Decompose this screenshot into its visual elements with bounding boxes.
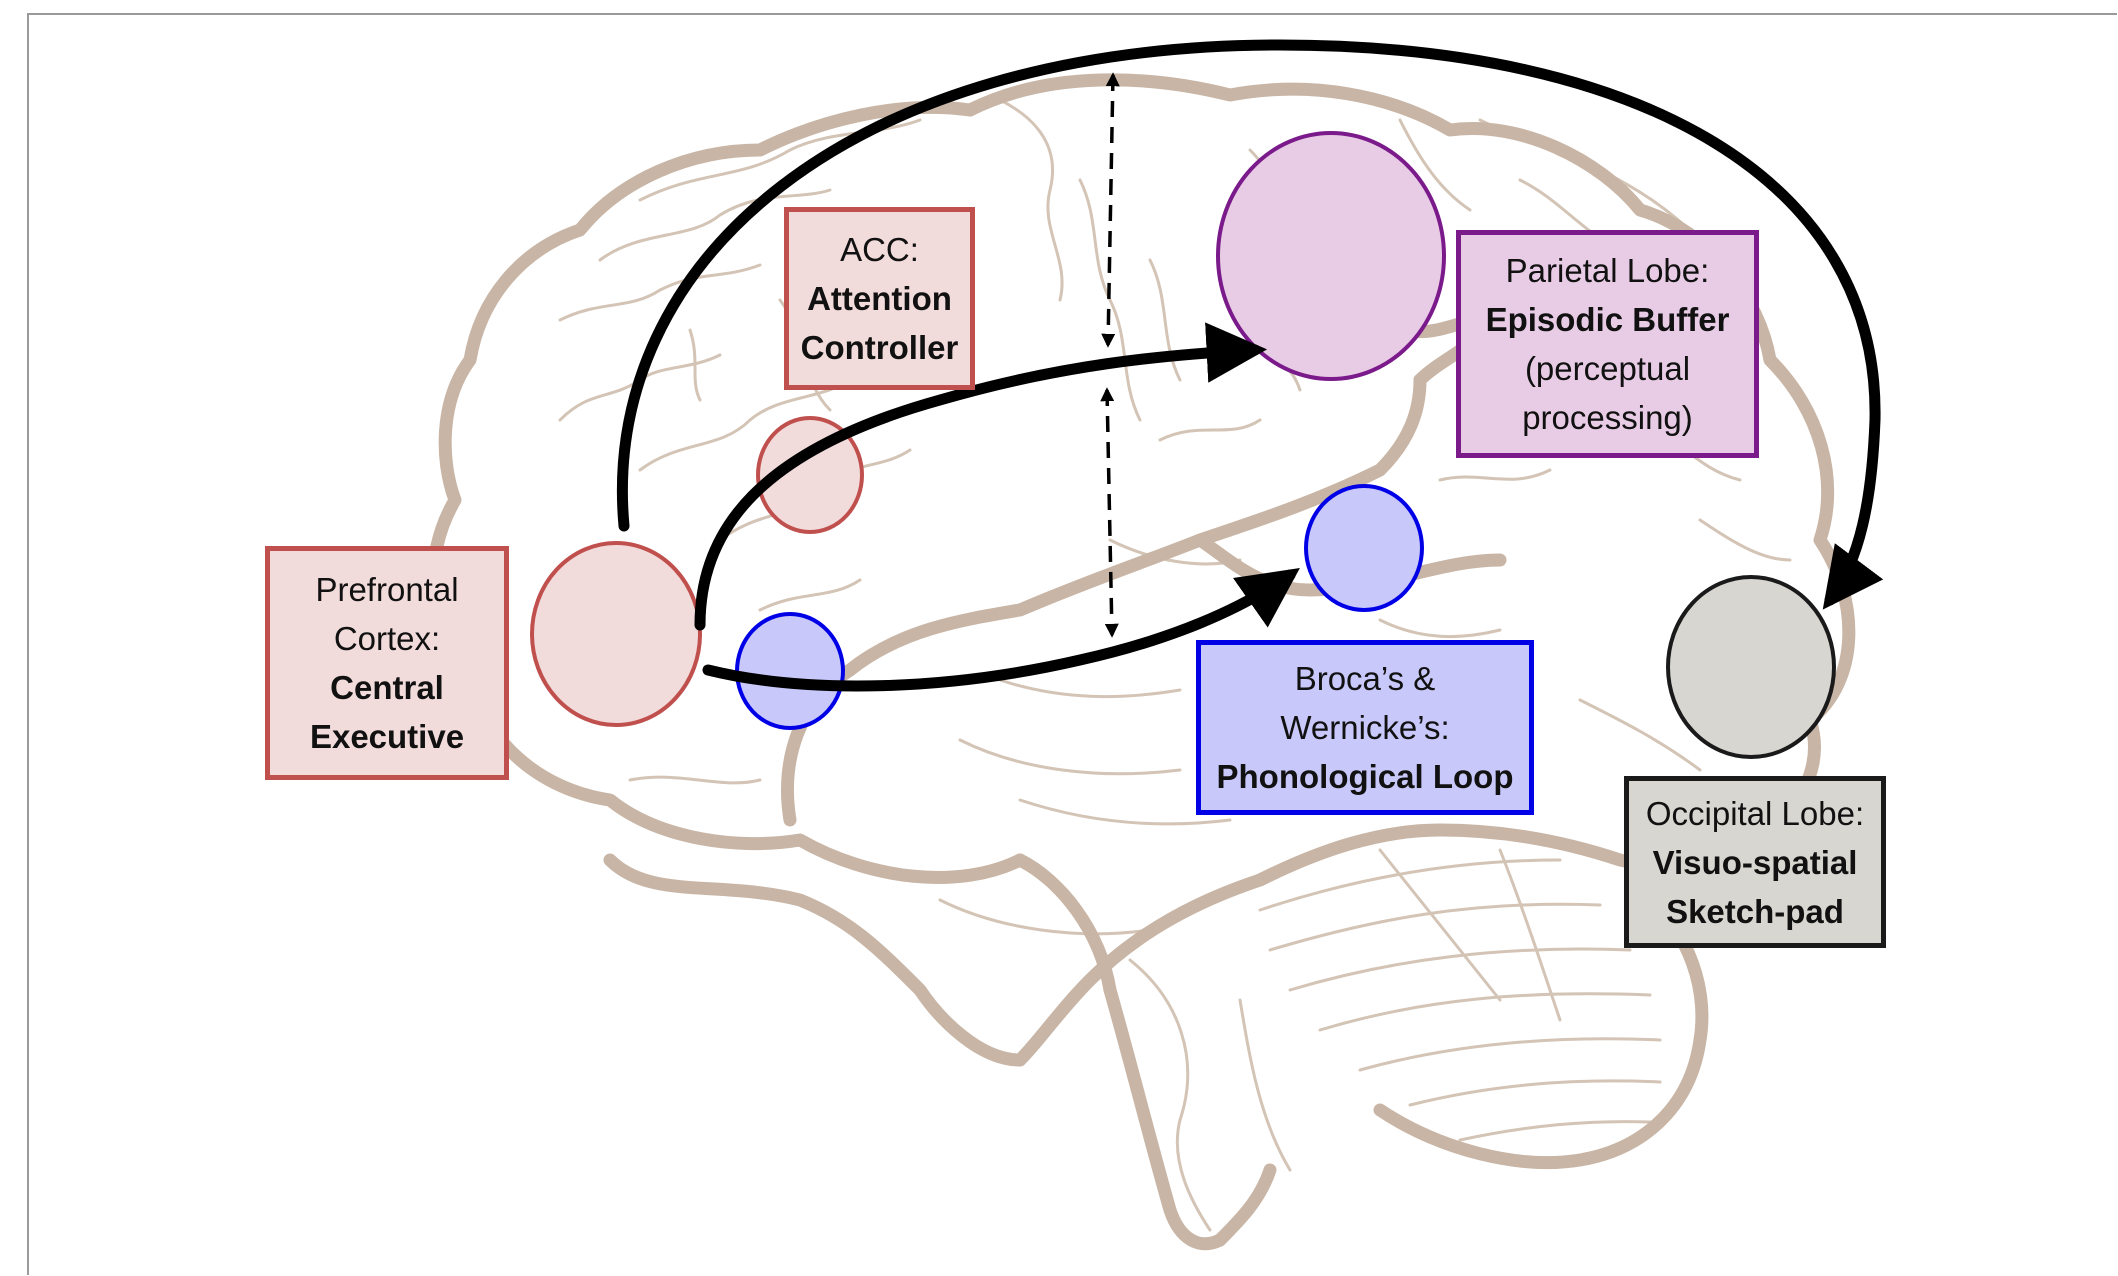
dashed-arrows bbox=[1100, 72, 1120, 638]
figure-frame bbox=[27, 13, 2117, 1275]
arrow-to-sketchpad bbox=[617, 39, 1884, 610]
broca-line3: Phonological Loop bbox=[1216, 758, 1514, 795]
arrow-to-episodic-buffer bbox=[694, 322, 1268, 631]
parietal-line3: (perceptual bbox=[1524, 350, 1691, 387]
prefrontal-line2: Cortex: bbox=[333, 620, 441, 657]
dashed-arrow-lower bbox=[1100, 387, 1119, 638]
parietal-line1: Parietal Lobe: bbox=[1505, 252, 1710, 289]
prefrontal-circle bbox=[530, 541, 702, 727]
parietal-label-box: Parietal Lobe: Episodic Buffer (perceptu… bbox=[1456, 230, 1759, 458]
arrows bbox=[617, 39, 1884, 692]
prefrontal-label-box: Prefrontal Cortex: Central Executive bbox=[265, 546, 509, 780]
parietal-circle bbox=[1216, 131, 1446, 381]
acc-line1: ACC: bbox=[840, 231, 919, 268]
prefrontal-line3: Central bbox=[330, 669, 444, 706]
acc-line2: Attention bbox=[807, 280, 952, 317]
broca-label-box: Broca’s & Wernicke’s: Phonological Loop bbox=[1196, 640, 1534, 815]
wernicke-circle bbox=[1304, 484, 1424, 612]
prefrontal-line1: Prefrontal bbox=[315, 571, 459, 608]
occipital-label-box: Occipital Lobe: Visuo-spatial Sketch-pad bbox=[1624, 776, 1886, 948]
acc-line3: Controller bbox=[800, 329, 959, 366]
occipital-line3: Sketch-pad bbox=[1666, 892, 1844, 930]
occipital-circle bbox=[1666, 575, 1836, 759]
broca-line2: Wernicke’s: bbox=[1280, 709, 1450, 746]
broca-circle bbox=[735, 612, 845, 730]
occipital-line1: Occipital Lobe: bbox=[1645, 794, 1865, 832]
parietal-line2: Episodic Buffer bbox=[1485, 301, 1730, 338]
prefrontal-line4: Executive bbox=[309, 718, 465, 755]
acc-label-box: ACC: Attention Controller bbox=[784, 207, 975, 390]
parietal-line4: processing) bbox=[1522, 399, 1693, 436]
acc-circle bbox=[756, 416, 864, 534]
broca-line1: Broca’s & bbox=[1294, 660, 1436, 697]
arrow-to-phonological-loop bbox=[702, 568, 1300, 692]
dashed-arrow-upper bbox=[1101, 72, 1120, 348]
cerebellum-lines bbox=[1258, 848, 1662, 1142]
occipital-line2: Visuo-spatial bbox=[1652, 843, 1858, 881]
